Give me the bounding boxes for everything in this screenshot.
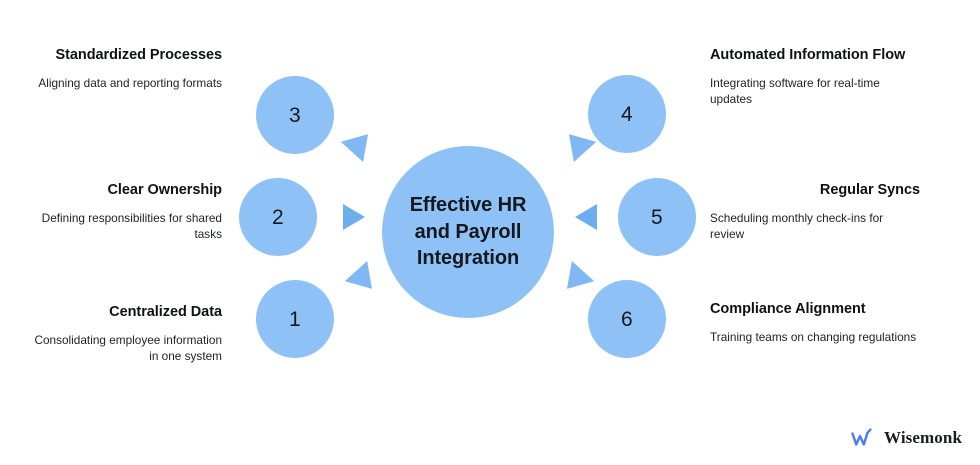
node-number: 6 — [621, 307, 633, 331]
node-number: 1 — [289, 307, 301, 331]
label-description: Aligning data and reporting formats — [38, 75, 222, 90]
label-description: Scheduling monthly check-ins for review — [710, 210, 884, 242]
hub-title-line-2: and Payroll — [414, 220, 522, 243]
node-circle-5[interactable]: 5 — [618, 178, 696, 256]
node-number: 4 — [621, 102, 633, 126]
label-standardized-processes: Standardized Processes Aligning data and… — [24, 46, 222, 91]
brand-logo: Wisemonk — [851, 427, 962, 449]
label-heading: Compliance Alignment — [710, 301, 866, 317]
node-number: 5 — [651, 205, 663, 229]
arrow-from-node-1-icon — [344, 261, 384, 299]
node-circle-2[interactable]: 2 — [239, 178, 317, 256]
arrow-from-node-5-icon — [575, 204, 597, 230]
hub-title-line-3: Integration — [416, 247, 520, 270]
hub-circle[interactable]: Effective HR and Payroll Integration — [382, 146, 554, 318]
label-heading: Automated Information Flow — [710, 47, 906, 63]
label-heading: Regular Syncs — [819, 182, 920, 198]
label-description: Consolidating employee information in on… — [34, 332, 222, 364]
label-regular-syncs: Regular Syncs Scheduling monthly check-i… — [710, 181, 920, 243]
node-circle-1[interactable]: 1 — [256, 280, 334, 358]
node-circle-3[interactable]: 3 — [256, 76, 334, 154]
label-automated-information-flow: Automated Information Flow Integrating s… — [710, 46, 920, 108]
label-centralized-data: Centralized Data Consolidating employee … — [24, 303, 222, 365]
arrow-from-node-2-icon — [343, 204, 365, 230]
arrow-from-node-3-icon — [340, 124, 380, 162]
node-circle-4[interactable]: 4 — [588, 75, 666, 153]
node-number: 3 — [289, 103, 301, 127]
hub-title: Effective HR and Payroll Integration — [393, 192, 543, 271]
label-compliance-alignment: Compliance Alignment Training teams on c… — [710, 300, 920, 345]
wisemonk-w-icon — [851, 428, 872, 446]
label-description: Integrating software for real-time updat… — [710, 75, 880, 107]
brand-name: Wisemonk — [884, 428, 962, 447]
label-heading: Centralized Data — [109, 304, 222, 320]
label-clear-ownership: Clear Ownership Defining responsibilitie… — [24, 181, 222, 243]
label-heading: Standardized Processes — [55, 47, 222, 63]
hub-title-line-1: Effective HR — [409, 194, 527, 217]
node-circle-6[interactable]: 6 — [588, 280, 666, 358]
label-description: Training teams on changing regulations — [710, 329, 917, 344]
label-description: Defining responsibilities for shared tas… — [41, 210, 222, 242]
arrow-from-node-6-icon — [555, 261, 595, 299]
label-heading: Clear Ownership — [107, 182, 223, 198]
node-number: 2 — [272, 205, 284, 229]
